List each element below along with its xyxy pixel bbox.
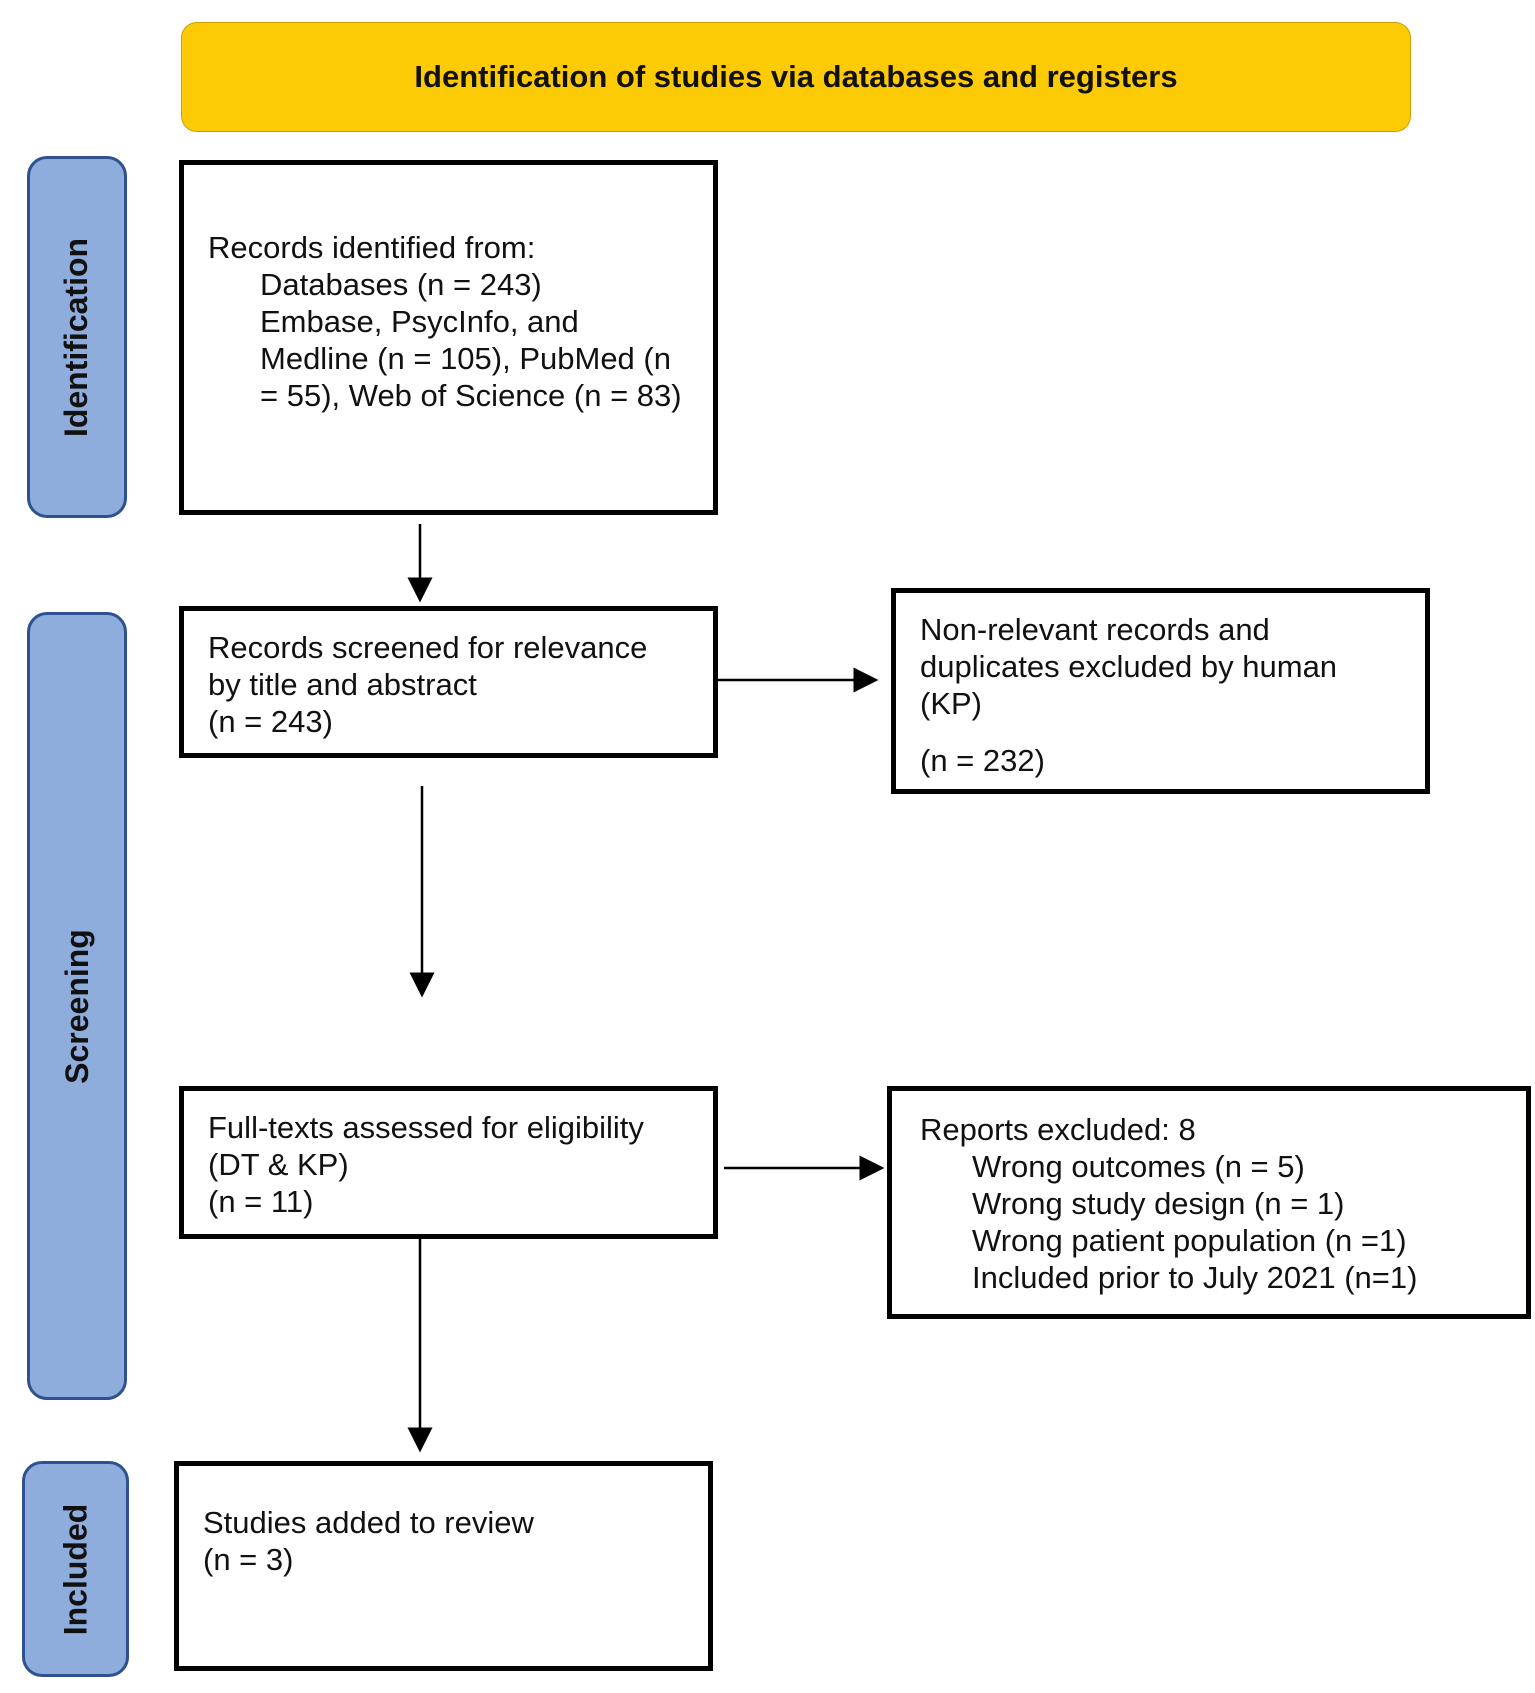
records-screened-count: (n = 243) — [208, 704, 333, 739]
full-texts-count: (n = 11) — [208, 1184, 314, 1219]
records-identified-sources: Embase, PsycInfo, and Medline (n = 105),… — [260, 304, 682, 413]
records-screened-line1: Records screened for relevance — [208, 630, 648, 665]
excluded-nonrelevant-count: (n = 232) — [920, 743, 1045, 778]
records-screened-box: Records screened for relevance by title … — [179, 606, 718, 758]
reports-excluded-box: Reports excluded: 8 Wrong outcomes (n = … — [887, 1086, 1531, 1319]
phase-tab-included: Included — [22, 1461, 129, 1677]
full-texts-box: Full-texts assessed for eligibility (DT … — [179, 1086, 718, 1239]
phase-tab-identification: Identification — [27, 156, 127, 518]
excluded-nonrelevant-line2: duplicates excluded by human — [920, 649, 1338, 684]
studies-added-box: Studies added to review (n = 3) — [174, 1461, 713, 1671]
full-texts-line1: Full-texts assessed for eligibility — [208, 1110, 644, 1145]
excluded-nonrelevant-line1: Non-relevant records and — [920, 612, 1270, 647]
reports-excluded-reason: Included prior to July 2021 (n=1) — [972, 1260, 1418, 1295]
studies-added-count: (n = 3) — [203, 1542, 294, 1577]
reports-excluded-reason: Wrong patient population (n =1) — [972, 1223, 1407, 1258]
records-identified-heading: Records identified from: — [208, 230, 536, 265]
studies-added-line1: Studies added to review — [203, 1505, 534, 1540]
full-texts-line2: (DT & KP) — [208, 1147, 349, 1182]
reports-excluded-reason: Wrong outcomes (n = 5) — [972, 1149, 1305, 1184]
phase-tab-screening: Screening — [27, 612, 127, 1400]
records-identified-databases: Databases (n = 243) — [260, 267, 542, 302]
header-title: Identification of studies via databases … — [414, 59, 1178, 94]
records-identified-box: Records identified from: Databases (n = … — [179, 160, 718, 515]
reports-excluded-heading: Reports excluded: 8 — [920, 1112, 1196, 1147]
excluded-nonrelevant-box: Non-relevant records and duplicates excl… — [891, 588, 1430, 794]
header-bar: Identification of studies via databases … — [181, 22, 1411, 132]
records-screened-line2: by title and abstract — [208, 667, 477, 702]
reports-excluded-reason: Wrong study design (n = 1) — [972, 1186, 1345, 1221]
excluded-nonrelevant-line3: (KP) — [920, 686, 982, 721]
